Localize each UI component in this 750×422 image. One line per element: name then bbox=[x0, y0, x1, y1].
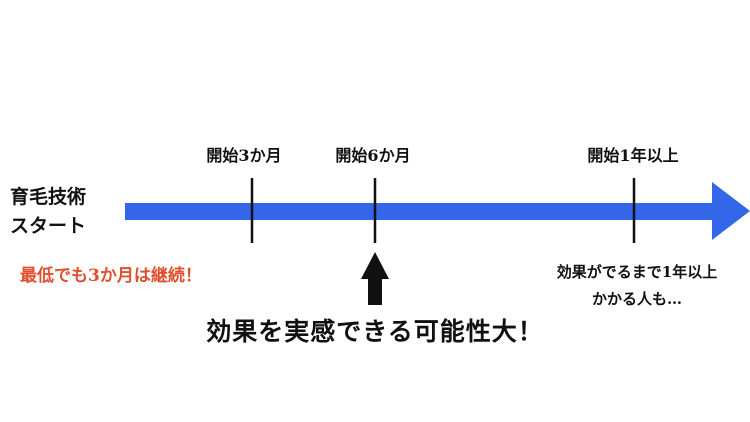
up-arrow-icon bbox=[361, 252, 389, 305]
tick-label-1-year: 開始1年以上 bbox=[587, 146, 679, 165]
timeline-bar bbox=[125, 203, 720, 220]
continue-warning: 最低でも3か月は継続！ bbox=[20, 266, 202, 286]
timeline-arrowhead bbox=[712, 182, 750, 240]
tick-label-3-months: 開始3か月 bbox=[206, 146, 282, 165]
start-label: 育毛技術 スタート bbox=[10, 183, 86, 241]
effect-note-line-2: かかる人も… bbox=[591, 290, 682, 308]
start-label-line-2: スタート bbox=[10, 215, 87, 237]
start-label-line-1: 育毛技術 bbox=[10, 186, 87, 208]
effect-note: 効果がでるまで1年以上 かかる人も… bbox=[532, 259, 742, 313]
tick-label-6-months: 開始6か月 bbox=[335, 146, 411, 165]
effect-note-line-1: 効果がでるまで1年以上 bbox=[556, 263, 718, 281]
headline: 効果を実感できる可能性大！ bbox=[206, 317, 544, 346]
